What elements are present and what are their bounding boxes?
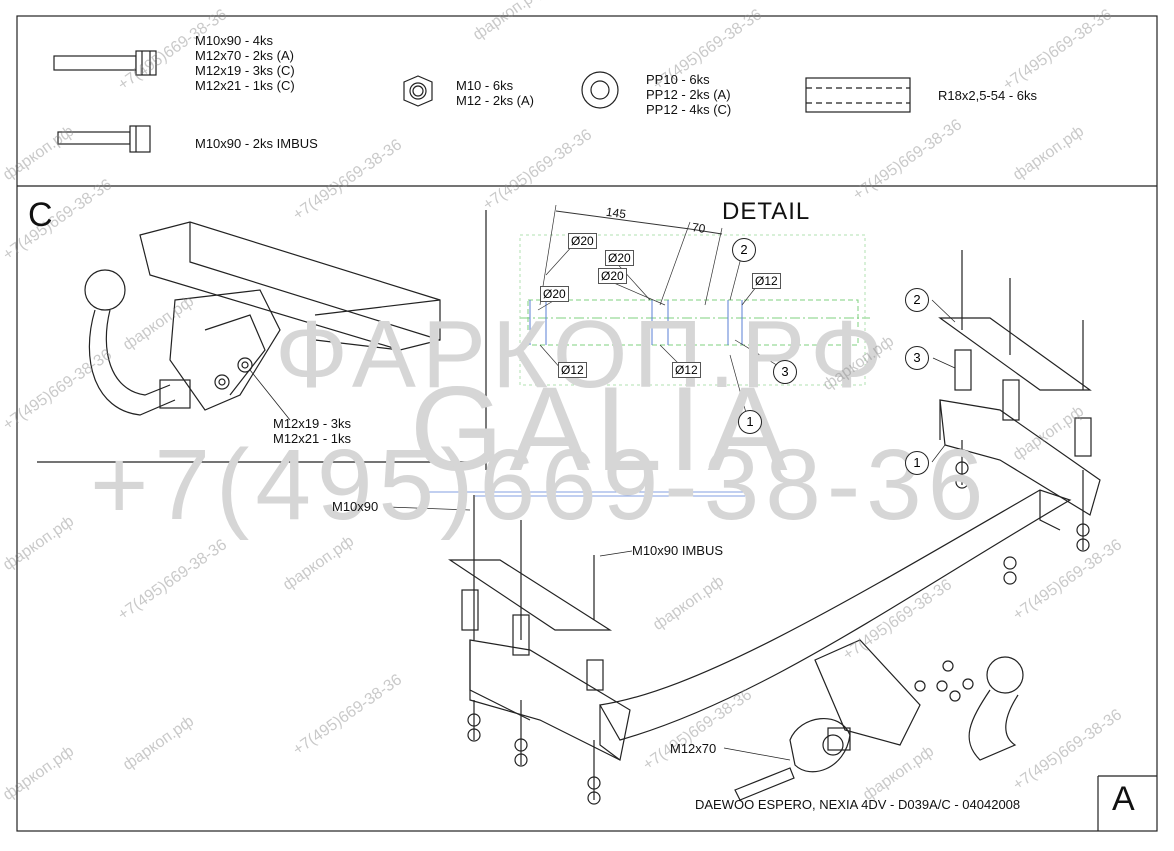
part-tube: R18x2,5-54 - 6ks xyxy=(938,88,1037,103)
detail-callout-2: 2 xyxy=(732,238,756,262)
tow-ball xyxy=(986,656,1024,694)
view-c-sketch xyxy=(84,221,441,421)
part-line: PP12 - 4ks (C) xyxy=(646,102,732,117)
part-line: PP12 - 2ks (A) xyxy=(646,87,731,102)
dimension-70: 70 xyxy=(691,220,707,236)
dimension-145: 145 xyxy=(605,204,627,222)
bolt-head-icon xyxy=(135,50,157,76)
part-line: M12x21 - 1ks (C) xyxy=(195,78,295,93)
view-c-label: C xyxy=(28,196,53,234)
left-bracket xyxy=(469,639,631,761)
bolt-shank-icon xyxy=(53,55,137,71)
watermark-brand: GALIA xyxy=(410,362,794,496)
towbar-neck-shape xyxy=(88,309,176,416)
watermark-brand-cyr: ФАРКОП.РФ xyxy=(275,301,890,408)
part-line: M10 - 6ks xyxy=(456,78,514,93)
main-callout-1: 1 xyxy=(905,451,929,475)
tow-ball-shape xyxy=(84,269,126,311)
hole-callout: Ø20 xyxy=(598,268,627,284)
label-m10x90: M10x90 xyxy=(332,499,379,514)
detail-callout-1: 1 xyxy=(738,410,762,434)
label-m10x90-imbus: M10x90 IMBUS xyxy=(632,543,724,558)
hole-callout: Ø12 xyxy=(752,273,781,289)
part-line: PP10 - 6ks xyxy=(646,72,710,87)
part-line: M10x90 - 4ks xyxy=(195,33,274,48)
parts-washers-list: PP10 - 6ks PP12 - 2ks (A) PP12 - 4ks (C) xyxy=(646,72,731,117)
detail-sketch xyxy=(519,204,870,421)
left-plate xyxy=(448,559,613,631)
hole-callout: Ø20 xyxy=(605,250,634,266)
mount-bracket-shape xyxy=(169,289,281,411)
main-callout-2: 2 xyxy=(905,288,929,312)
right-plate xyxy=(938,317,1092,391)
part-imbus: M10x90 - 2ks IMBUS xyxy=(195,136,318,151)
imbus-head-icon xyxy=(129,125,151,153)
hole-callout: Ø12 xyxy=(672,362,701,378)
ball-mount xyxy=(814,639,921,746)
detail-callout-3: 3 xyxy=(773,360,797,384)
m12x70-bolt xyxy=(734,767,795,801)
part-line: M12x19 - 3ks (C) xyxy=(195,63,295,78)
detail-title: DETAIL xyxy=(722,198,811,225)
hole-callout: Ø12 xyxy=(558,362,587,378)
parts-nuts-list: M10 - 6ks M12 - 2ks (A) xyxy=(456,78,534,108)
part-line: M12x19 - 3ks xyxy=(273,416,352,431)
part-line: M12x21 - 1ks xyxy=(273,431,352,446)
main-crossbar xyxy=(599,489,1072,741)
parts-bolts-list: M10x90 - 4ks M12x70 - 2ks (A) M12x19 - 3… xyxy=(195,33,295,93)
part-line: M12x70 - 2ks (A) xyxy=(195,48,294,63)
main-assembly xyxy=(387,250,1101,805)
tube-icon xyxy=(805,77,911,113)
view-a-label: A xyxy=(1112,780,1135,818)
socket-plate xyxy=(789,718,851,773)
hole-callout: Ø20 xyxy=(540,286,569,302)
label-m12x70: M12x70 xyxy=(670,741,717,756)
frame-border xyxy=(16,15,1158,832)
watermark-phone-big: +7(495)669-38-36 xyxy=(90,429,990,541)
part-line: M12 - 2ks (A) xyxy=(456,93,535,108)
hole-callout: Ø20 xyxy=(568,233,597,249)
view-c-bolts: M12x19 - 3ks M12x21 - 1ks xyxy=(273,416,351,446)
main-callout-3: 3 xyxy=(905,346,929,370)
parts-icons xyxy=(53,50,911,153)
drawing-caption: DAEWOO ESPERO, NEXIA 4DV - D039A/C - 040… xyxy=(695,797,1021,812)
